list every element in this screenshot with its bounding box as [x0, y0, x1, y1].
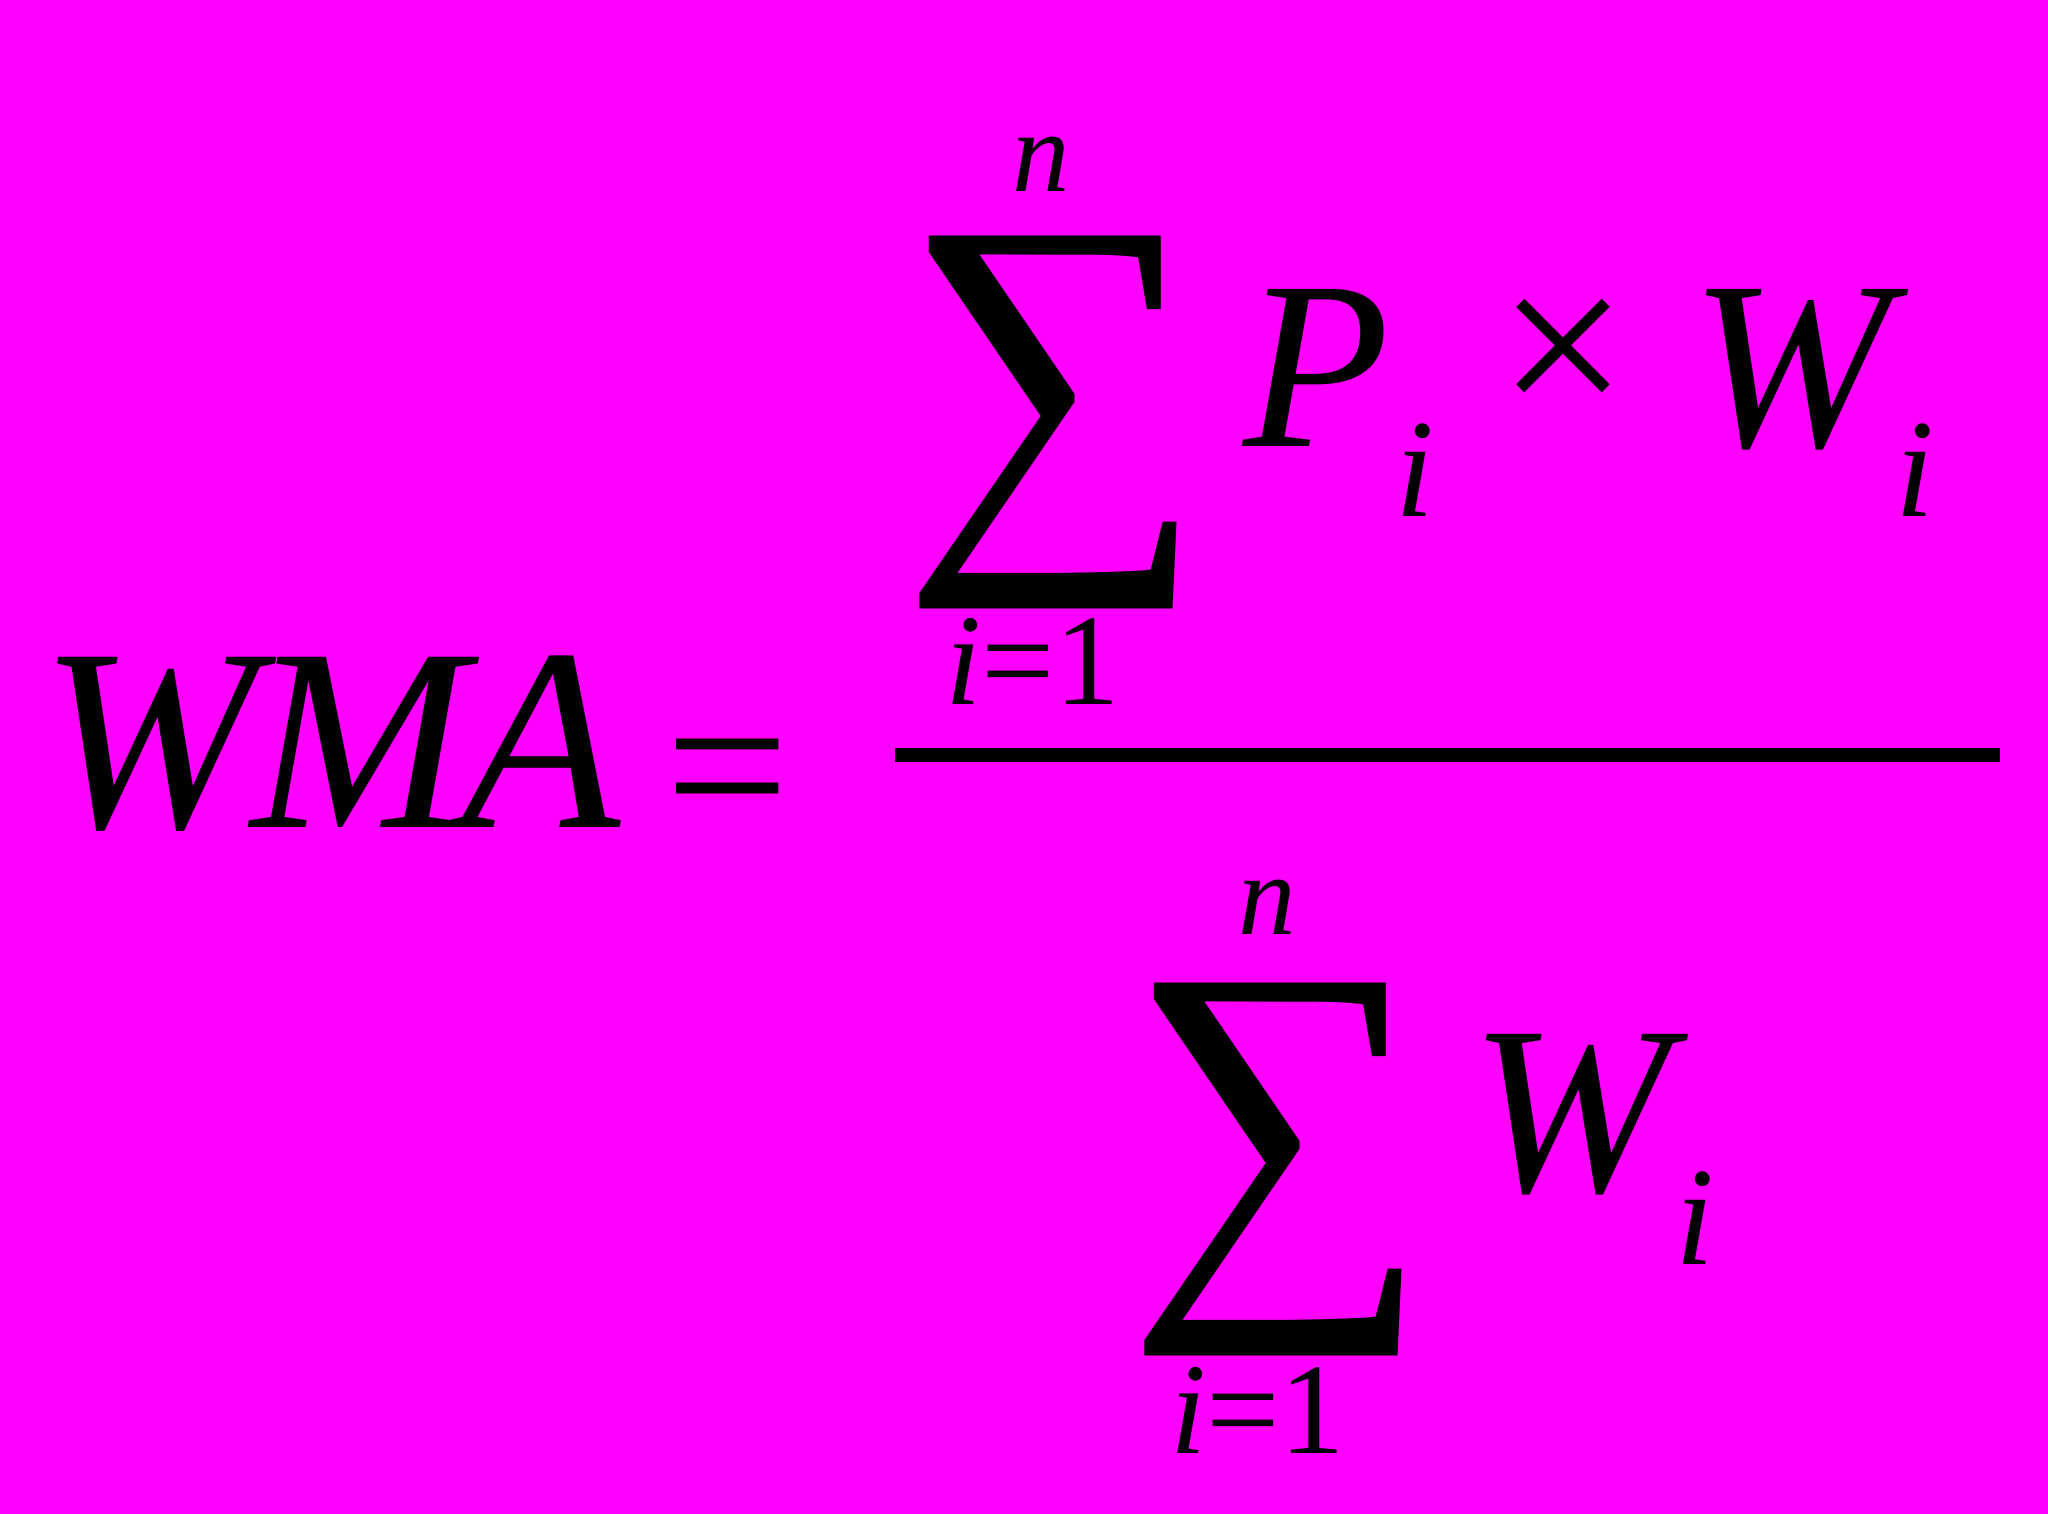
denominator-sum-lower-limit: i=1 — [1170, 1345, 1344, 1475]
formula-lhs: WMA — [40, 596, 620, 884]
numerator-lower-value: 1 — [1054, 589, 1120, 733]
numerator-term-w-subscript: i — [1895, 392, 1934, 547]
numerator-lower-index: i — [945, 589, 982, 733]
numerator-term-p: P — [1243, 232, 1390, 498]
denominator-term-w: W — [1470, 977, 1670, 1243]
equals-sign: = — [665, 643, 790, 887]
times-operator: × — [1498, 217, 1628, 472]
numerator-sum-upper-limit: n — [1012, 89, 1070, 216]
denominator-sum-upper-limit: n — [1238, 832, 1296, 959]
numerator-sum-symbol: ∑ — [900, 135, 1207, 611]
fraction-bar — [895, 748, 2000, 762]
numerator-term-w: W — [1690, 232, 1890, 498]
numerator-lower-equals: = — [981, 589, 1055, 733]
numerator-term-p-subscript: i — [1395, 392, 1434, 547]
denominator-lower-equals: = — [1206, 1338, 1280, 1482]
numerator-sum-lower-limit: i=1 — [945, 596, 1119, 726]
denominator-lower-value: 1 — [1279, 1338, 1345, 1482]
denominator-lower-index: i — [1170, 1338, 1207, 1482]
denominator-term-w-subscript: i — [1675, 1140, 1714, 1295]
denominator-sum-symbol: ∑ — [1125, 882, 1432, 1358]
